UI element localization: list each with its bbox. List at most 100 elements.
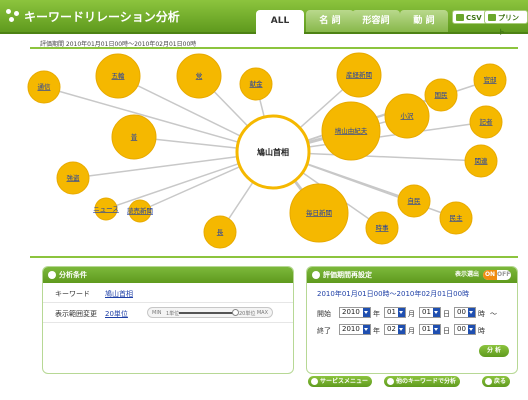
start-day-select[interactable]: 01	[419, 307, 441, 318]
range-value: 20単位	[105, 310, 128, 318]
keyword-node-circle[interactable]	[95, 53, 141, 99]
divider-top	[30, 47, 518, 49]
keyword-node[interactable]: 国民	[424, 78, 458, 112]
csv-icon	[456, 14, 464, 21]
keyword-node-label[interactable]: 長	[217, 228, 224, 236]
keyword-node-label[interactable]: 読売新聞	[127, 206, 153, 215]
slider-knob[interactable]	[232, 309, 239, 316]
end-month-select[interactable]: 02	[384, 324, 406, 335]
keyword-link[interactable]: 鳩山首相	[105, 290, 133, 298]
center-node-label[interactable]: 鳩山首相	[257, 147, 289, 157]
app-header: キーワードリレーション分析 ALL 名 詞 形容詞 動 詞 CSV プリント	[0, 0, 528, 36]
keyword-node[interactable]: 強盗	[56, 161, 90, 195]
other-keyword-button[interactable]: 他のキーワードで分析	[384, 376, 461, 387]
keyword-node[interactable]: 自民	[397, 184, 431, 218]
keyword-node-label[interactable]: 記者	[480, 117, 494, 126]
keyword-node[interactable]: 献金	[239, 67, 273, 101]
end-year-select[interactable]: 2010	[339, 324, 371, 335]
keyword-node-label[interactable]: 通信	[38, 82, 52, 91]
keyword-node-circle[interactable]	[289, 183, 349, 243]
search-icon	[387, 378, 394, 385]
keyword-node[interactable]: 通信	[27, 70, 61, 104]
end-hour-select[interactable]: 00	[454, 324, 476, 335]
keyword-node-circle[interactable]	[111, 114, 157, 160]
keyword-node-label[interactable]: 普	[131, 132, 138, 141]
keyword-node-circle[interactable]	[128, 199, 152, 223]
center-node-circle[interactable]	[235, 114, 311, 190]
range-slider[interactable]: MIN 1単位 20単位 MAX	[147, 307, 273, 318]
keyword-node[interactable]: 産経新聞	[336, 52, 382, 98]
display-toggle[interactable]: ON OFF	[483, 270, 511, 280]
keyword-node[interactable]: 民主	[439, 201, 473, 235]
keyword-node-label[interactable]: 強盗	[67, 173, 81, 182]
relation-logo-icon	[6, 9, 20, 23]
evaluation-period-text: 評価期間 2010年01月01日00時〜2010年02月01日00時	[40, 41, 197, 48]
keyword-node[interactable]: 読売新聞	[127, 199, 153, 223]
keyword-node-label[interactable]: 鳩山由紀夫	[335, 126, 368, 135]
keyword-node-circle[interactable]	[321, 101, 381, 161]
keyword-node-label[interactable]: 党	[196, 71, 203, 80]
keyword-node[interactable]: 党	[176, 53, 222, 99]
print-button[interactable]: プリント	[484, 10, 528, 36]
period-icon	[312, 271, 320, 279]
keyword-node-label[interactable]: 産経新聞	[346, 70, 372, 79]
keyword-node-circle[interactable]	[94, 197, 118, 221]
keyword-node-circle[interactable]	[203, 215, 237, 249]
keyword-node-label[interactable]: 自民	[408, 196, 421, 205]
keyword-node-label[interactable]: 時事	[376, 223, 390, 232]
keyword-node-circle[interactable]	[439, 201, 473, 235]
keyword-node-label[interactable]: 小沢	[401, 111, 415, 120]
keyword-node[interactable]: 長	[203, 215, 237, 249]
tab-all[interactable]: ALL	[256, 10, 304, 34]
keyword-node-label[interactable]: 民主	[450, 213, 464, 222]
start-year-select[interactable]: 2010	[339, 307, 371, 318]
tab-nouns[interactable]: 名 詞	[306, 10, 354, 32]
keyword-node-label[interactable]: 官邸	[484, 75, 498, 84]
keyword-node-circle[interactable]	[27, 70, 61, 104]
keyword-node-circle[interactable]	[365, 211, 399, 245]
keyword-node-label[interactable]: 国民	[435, 91, 448, 99]
start-hour-select[interactable]: 00	[454, 307, 476, 318]
keyword-node-label[interactable]: 毎日新聞	[306, 208, 332, 217]
keyword-node[interactable]: 記者	[469, 105, 503, 139]
keyword-node-label[interactable]: 関連	[475, 156, 489, 165]
keyword-node[interactable]: 官邸	[473, 63, 507, 97]
tab-verbs[interactable]: 動 詞	[400, 10, 448, 32]
range-row: 表示範囲変更 20単位 MIN 1単位 20単位 MAX	[43, 303, 293, 323]
keyword-row: キーワード 鳩山首相	[43, 283, 293, 303]
keyword-node[interactable]: 小沢	[384, 93, 430, 139]
keyword-node-circle[interactable]	[336, 52, 382, 98]
keyword-node-label[interactable]: 献金	[250, 79, 264, 88]
tab-adjectives[interactable]: 形容詞	[352, 10, 400, 32]
keyword-node-circle[interactable]	[469, 105, 503, 139]
period-reset-panel: 評価期間再設定 表示選出 ON OFF 2010年01月01日00時〜2010年…	[306, 266, 518, 374]
keyword-node-label[interactable]: ニュース	[93, 205, 119, 213]
keyword-node[interactable]: 普	[111, 114, 157, 160]
keyword-node-circle[interactable]	[424, 78, 458, 112]
keyword-node-circle[interactable]	[239, 67, 273, 101]
end-day-select[interactable]: 01	[419, 324, 441, 335]
keyword-node-circle[interactable]	[176, 53, 222, 99]
analysis-icon	[48, 271, 56, 279]
start-month-select[interactable]: 01	[384, 307, 406, 318]
keyword-node[interactable]: 五輪	[95, 53, 141, 99]
period-panel-header: 評価期間再設定 表示選出 ON OFF	[307, 267, 517, 283]
keyword-node-circle[interactable]	[384, 93, 430, 139]
service-menu-button[interactable]: サービスメニュー	[308, 376, 373, 387]
keyword-node-circle[interactable]	[464, 144, 498, 178]
keyword-node-label[interactable]: 五輪	[112, 71, 126, 80]
keyword-node[interactable]: 鳩山由紀夫	[321, 101, 381, 161]
keyword-node[interactable]: 毎日新聞	[289, 183, 349, 243]
center-keyword-node[interactable]: 鳩山首相	[235, 114, 311, 190]
keyword-node[interactable]: ニュース	[93, 197, 119, 221]
keyword-node-circle[interactable]	[397, 184, 431, 218]
keyword-node-circle[interactable]	[473, 63, 507, 97]
keyword-node-circle[interactable]	[56, 161, 90, 195]
menu-icon	[311, 378, 318, 385]
keyword-node[interactable]: 関連	[464, 144, 498, 178]
analysis-conditions-panel: 分析条件 キーワード 鳩山首相 表示範囲変更 20単位 MIN 1単位 20単位…	[42, 266, 294, 374]
analyze-button[interactable]: 分 析	[479, 345, 509, 357]
keyword-node[interactable]: 時事	[365, 211, 399, 245]
back-button[interactable]: 戻る	[482, 376, 511, 387]
period-range-text: 2010年01月01日00時〜2010年02月01日00時	[317, 290, 470, 298]
